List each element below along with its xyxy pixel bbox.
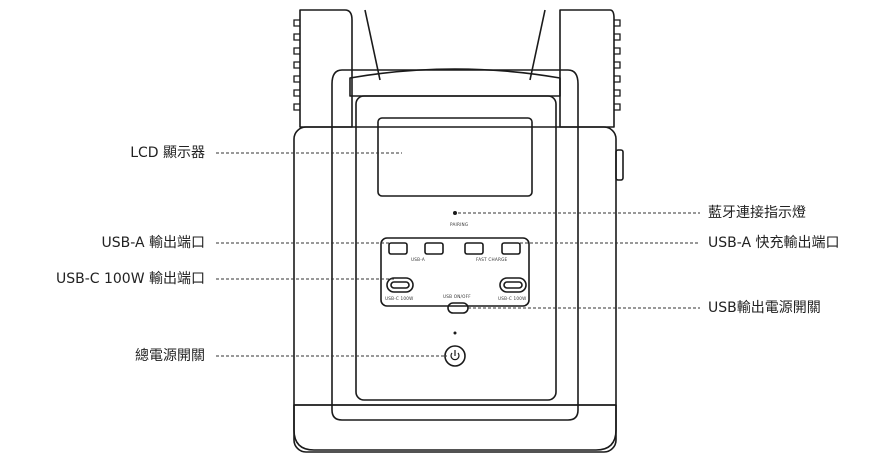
callout-usb-switch: USB輸出電源開關 — [708, 300, 821, 316]
front-panel — [331, 69, 579, 421]
device-base — [293, 404, 617, 451]
callout-usba-fast: USB-A 快充輸出端口 — [708, 235, 840, 251]
usbc-port-left — [386, 277, 414, 293]
power-icon — [450, 352, 460, 361]
callout-bt: 藍牙連接指示燈 — [708, 205, 806, 221]
lcd-screen — [377, 117, 533, 197]
side-button — [615, 149, 624, 181]
usba-port-2 — [424, 242, 444, 255]
callout-usba: USB-A 輸出端口 — [101, 235, 205, 251]
bluetooth-indicator — [453, 211, 457, 215]
callout-usbc: USB-C 100W 輸出端口 — [55, 271, 205, 287]
usba-text: USB-A — [411, 257, 425, 262]
usbc-port-right-inner — [503, 281, 523, 289]
usba-port-1 — [388, 242, 408, 255]
usbc-port-left-inner — [390, 281, 410, 289]
main-indicator — [453, 331, 457, 335]
handle-right — [559, 9, 615, 128]
usb-section — [380, 237, 530, 307]
usbc-port-right — [499, 277, 527, 293]
usbc-left-text: USB-C 100W — [385, 296, 414, 301]
power-button — [444, 345, 466, 367]
usba-port-3 — [464, 242, 484, 255]
device-body — [293, 126, 617, 453]
callout-lcd: LCD 顯示器 — [130, 145, 205, 161]
usba-port-4 — [501, 242, 521, 255]
pairing-text: PAIRING — [450, 222, 468, 227]
usbc-right-text: USB-C 100W — [498, 296, 527, 301]
usb-onoff-text: USB ON/OFF — [443, 294, 471, 299]
inner-panel — [355, 95, 557, 401]
callout-main-power: 總電源開關 — [135, 348, 205, 364]
usb-onoff-toggle — [447, 302, 469, 314]
fast-charge-text: FAST CHARGE — [476, 257, 508, 262]
handle-left — [299, 9, 353, 128]
